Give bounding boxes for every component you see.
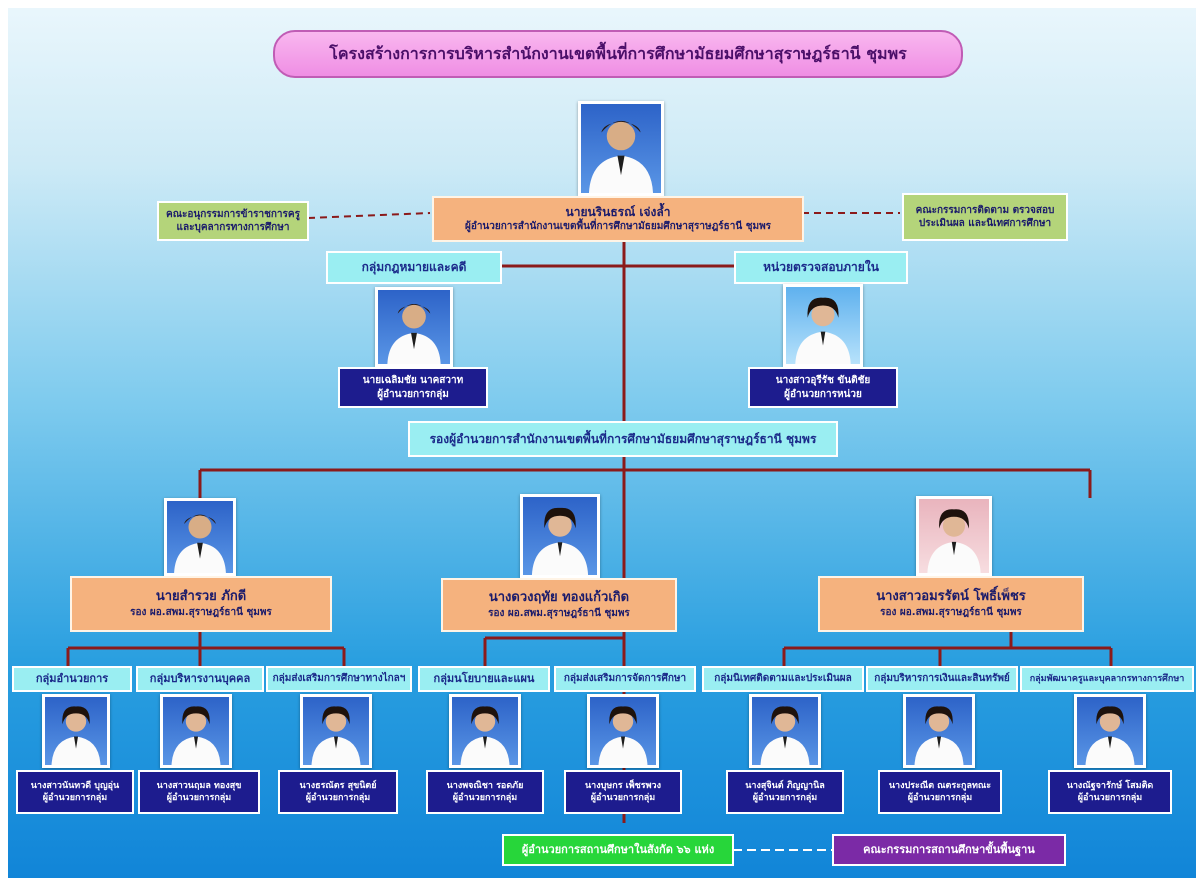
legal-unit-box: กลุ่มกฎหมายและคดี	[326, 251, 502, 284]
deputy-2-photo	[520, 494, 600, 578]
committee-left-line2: และบุคลากรทางการศึกษา	[176, 222, 290, 233]
group-2-director-position: ผู้อำนวยการกลุ่ม	[166, 793, 232, 803]
group-3-unit: กลุ่มส่งเสริมการศึกษาทางไกลฯ	[266, 666, 412, 692]
group-7-unit: กลุ่มบริหารการเงินและสินทรัพย์	[866, 666, 1018, 692]
group-8-photo	[1074, 694, 1146, 768]
group-3-director-box: นางธรณัตร สุขนิตย์ ผู้อำนวยการกลุ่ม	[278, 770, 398, 814]
group-7-photo	[903, 694, 975, 768]
deputy-3-photo	[916, 496, 992, 576]
committee-left-box: คณะอนุกรรมการข้าราชการครู และบุคลากรทางก…	[157, 201, 309, 241]
person-icon	[914, 706, 964, 765]
group-5-director-box: นางบุษกร เพ็ชรพวง ผู้อำนวยการกลุ่ม	[564, 770, 682, 814]
group-2-unit: กลุ่มบริหารงานบุคคล	[136, 666, 264, 692]
director-photo	[578, 101, 664, 196]
director-name: นายนรินธรณ์ เจ่งล้ำ	[565, 205, 671, 220]
legal-director-name: นายเฉลิมชัย นาคสวาท	[362, 375, 464, 386]
group-7-director-box: นางประณีต ณ​ตระกูลทณะ ผู้อำนวยการกลุ่ม	[878, 770, 1002, 814]
director-box: นายนรินธรณ์ เจ่งล้ำ ผู้อำนวยการสำนักงานเ…	[432, 196, 804, 242]
person-icon	[1085, 706, 1135, 765]
group-2-director-name: นางสาวนฤมล ทองสุข	[156, 780, 242, 791]
group-4-director-box: นางพจณิชา รอดภัย ผู้อำนวยการกลุ่ม	[426, 770, 544, 814]
group-4-director-name: นางพจณิชา รอดภัย	[446, 780, 524, 791]
audit-director-photo	[783, 284, 863, 367]
group-8-director-box: นางณัฐจารักษ์ โสมติด ผู้อำนวยการกลุ่ม	[1048, 770, 1172, 814]
group-1-director-box: นางสาวนันทวดี บุญอุ่น ผู้อำนวยการกลุ่ม	[16, 770, 134, 814]
deputy-1-photo	[164, 498, 236, 576]
committee-left-line1: คณะอนุกรรมการข้าราชการครู	[166, 208, 300, 220]
group-1-unit: กลุ่มอำนวยการ	[12, 666, 132, 692]
group-5-director-name: นางบุษกร เพ็ชรพวง	[585, 780, 661, 791]
school-directors-box: ผู้อำนวยการสถานศึกษาในสังกัด ๖๖ แห่ง	[502, 834, 734, 866]
group-2-director-box: นางสาวนฤมล ทองสุข ผู้อำนวยการกลุ่ม	[138, 770, 260, 814]
group-8-director-position: ผู้อำนวยการกลุ่ม	[1077, 793, 1143, 803]
deputy-1-position: รอง ผอ.สพม.สุราษฎร์ธานี ชุมพร	[130, 607, 272, 619]
person-icon	[174, 514, 226, 573]
group-4-photo	[449, 694, 521, 768]
group-3-director-position: ผู้อำนวยการกลุ่ม	[305, 793, 371, 803]
director-position: ผู้อำนวยการสำนักงานเขตพื้นที่การศึกษามัธ…	[464, 221, 772, 233]
person-icon	[598, 706, 648, 765]
deputy-2-position: รอง ผอ.สพม.สุราษฎร์ธานี ชุมพร	[488, 608, 630, 620]
group-6-photo	[749, 694, 821, 768]
person-icon	[171, 706, 221, 765]
group-3-photo	[300, 694, 372, 768]
group-2-photo	[160, 694, 232, 768]
committee-right-box: คณะกรรมการติดตาม ตรวจสอบ ประเมินผล และนิ…	[902, 193, 1068, 241]
group-1-director-name: นางสาวนันทวดี บุญอุ่น	[30, 780, 120, 791]
org-chart: โครงสร้างการการบริหารสำนักงานเขตพื้นที่ก…	[8, 8, 1196, 878]
group-1-photo	[42, 694, 110, 768]
page-title: โครงสร้างการการบริหารสำนักงานเขตพื้นที่ก…	[273, 30, 963, 78]
audit-unit-box: หน่วยตรวจสอบภายใน	[734, 251, 908, 284]
school-board-box: คณะกรรมการสถานศึกษาขั้นพื้นฐาน	[832, 834, 1066, 866]
audit-director-position: ผู้อำนวยการหน่วย	[784, 388, 862, 400]
group-1-director-position: ผู้อำนวยการกลุ่ม	[42, 793, 108, 803]
person-icon	[311, 706, 361, 765]
group-7-director-position: ผู้อำนวยการกลุ่ม	[907, 793, 973, 803]
group-6-director-name: นางสุจินต์ ภิญญานิล	[745, 780, 825, 791]
legal-director-position: ผู้อำนวยการกลุ่ม	[377, 388, 449, 400]
deputy-3-position: รอง ผอ.สพม.สุราษฎร์ธานี ชุมพร	[880, 607, 1022, 619]
deputy-2-box: นางดวงฤทัย ทองแก้วเกิด รอง ผอ.สพม.สุราษฎ…	[441, 578, 677, 632]
group-8-unit: กลุ่มพัฒนาครูและบุคลากรทางการศึกษา	[1020, 666, 1194, 692]
group-5-unit: กลุ่มส่งเสริมการจัดการศึกษา	[554, 666, 696, 692]
group-7-director-name: นางประณีต ณ​ตระกูลทณะ	[888, 780, 992, 791]
group-4-unit: กลุ่มนโยบายและแผน	[418, 666, 550, 692]
person-icon	[588, 120, 654, 193]
person-icon	[927, 509, 981, 573]
legal-director-photo	[375, 287, 453, 367]
deputy-2-name: นางดวงฤทัย ทองแก้วเกิด	[488, 590, 630, 606]
legal-director-box: นายเฉลิมชัย นาคสวาท ผู้อำนวยการกลุ่ม	[338, 367, 488, 408]
deputy-3-name: นางสาวอมรรัตน์ โพธิ์เพ็ชร	[876, 589, 1026, 605]
group-5-photo	[587, 694, 659, 768]
committee-right-line2: ประเมินผล และนิเทศการศึกษา	[918, 218, 1052, 229]
committee-right-line1: คณะกรรมการติดตาม ตรวจสอบ	[915, 204, 1055, 216]
group-8-director-name: นางณัฐจารักษ์ โสมติด	[1066, 780, 1154, 791]
deputy-1-name: นายสำรวย ภักดี	[155, 589, 247, 605]
deputy-director-bar: รองผู้อำนวยการสำนักงานเขตพื้นที่การศึกษา…	[408, 421, 838, 457]
deputy-1-box: นายสำรวย ภักดี รอง ผอ.สพม.สุราษฎร์ธานี ช…	[70, 576, 332, 632]
group-6-director-box: นางสุจินต์ ภิญญานิล ผู้อำนวยการกลุ่ม	[726, 770, 844, 814]
group-6-director-position: ผู้อำนวยการกลุ่ม	[752, 793, 818, 803]
group-6-unit: กลุ่มนิเทศติดตามและประเมินผล	[702, 666, 864, 692]
person-icon	[460, 706, 510, 765]
dashed-line-left	[307, 212, 431, 219]
person-icon	[51, 706, 101, 765]
group-5-director-position: ผู้อำนวยการกลุ่ม	[590, 793, 656, 803]
audit-director-name: นางสาวอุรีรัช ขันติชัย	[775, 375, 871, 386]
audit-director-box: นางสาวอุรีรัช ขันติชัย ผู้อำนวยการหน่วย	[748, 367, 898, 408]
group-3-director-name: นางธรณัตร สุขนิตย์	[299, 780, 377, 791]
person-icon	[531, 507, 589, 575]
group-4-director-position: ผู้อำนวยการกลุ่ม	[452, 793, 518, 803]
person-icon	[795, 297, 851, 364]
deputy-3-box: นางสาวอมรรัตน์ โพธิ์เพ็ชร รอง ผอ.สพม.สุร…	[818, 576, 1084, 632]
person-icon	[760, 706, 810, 765]
person-icon	[387, 304, 441, 364]
